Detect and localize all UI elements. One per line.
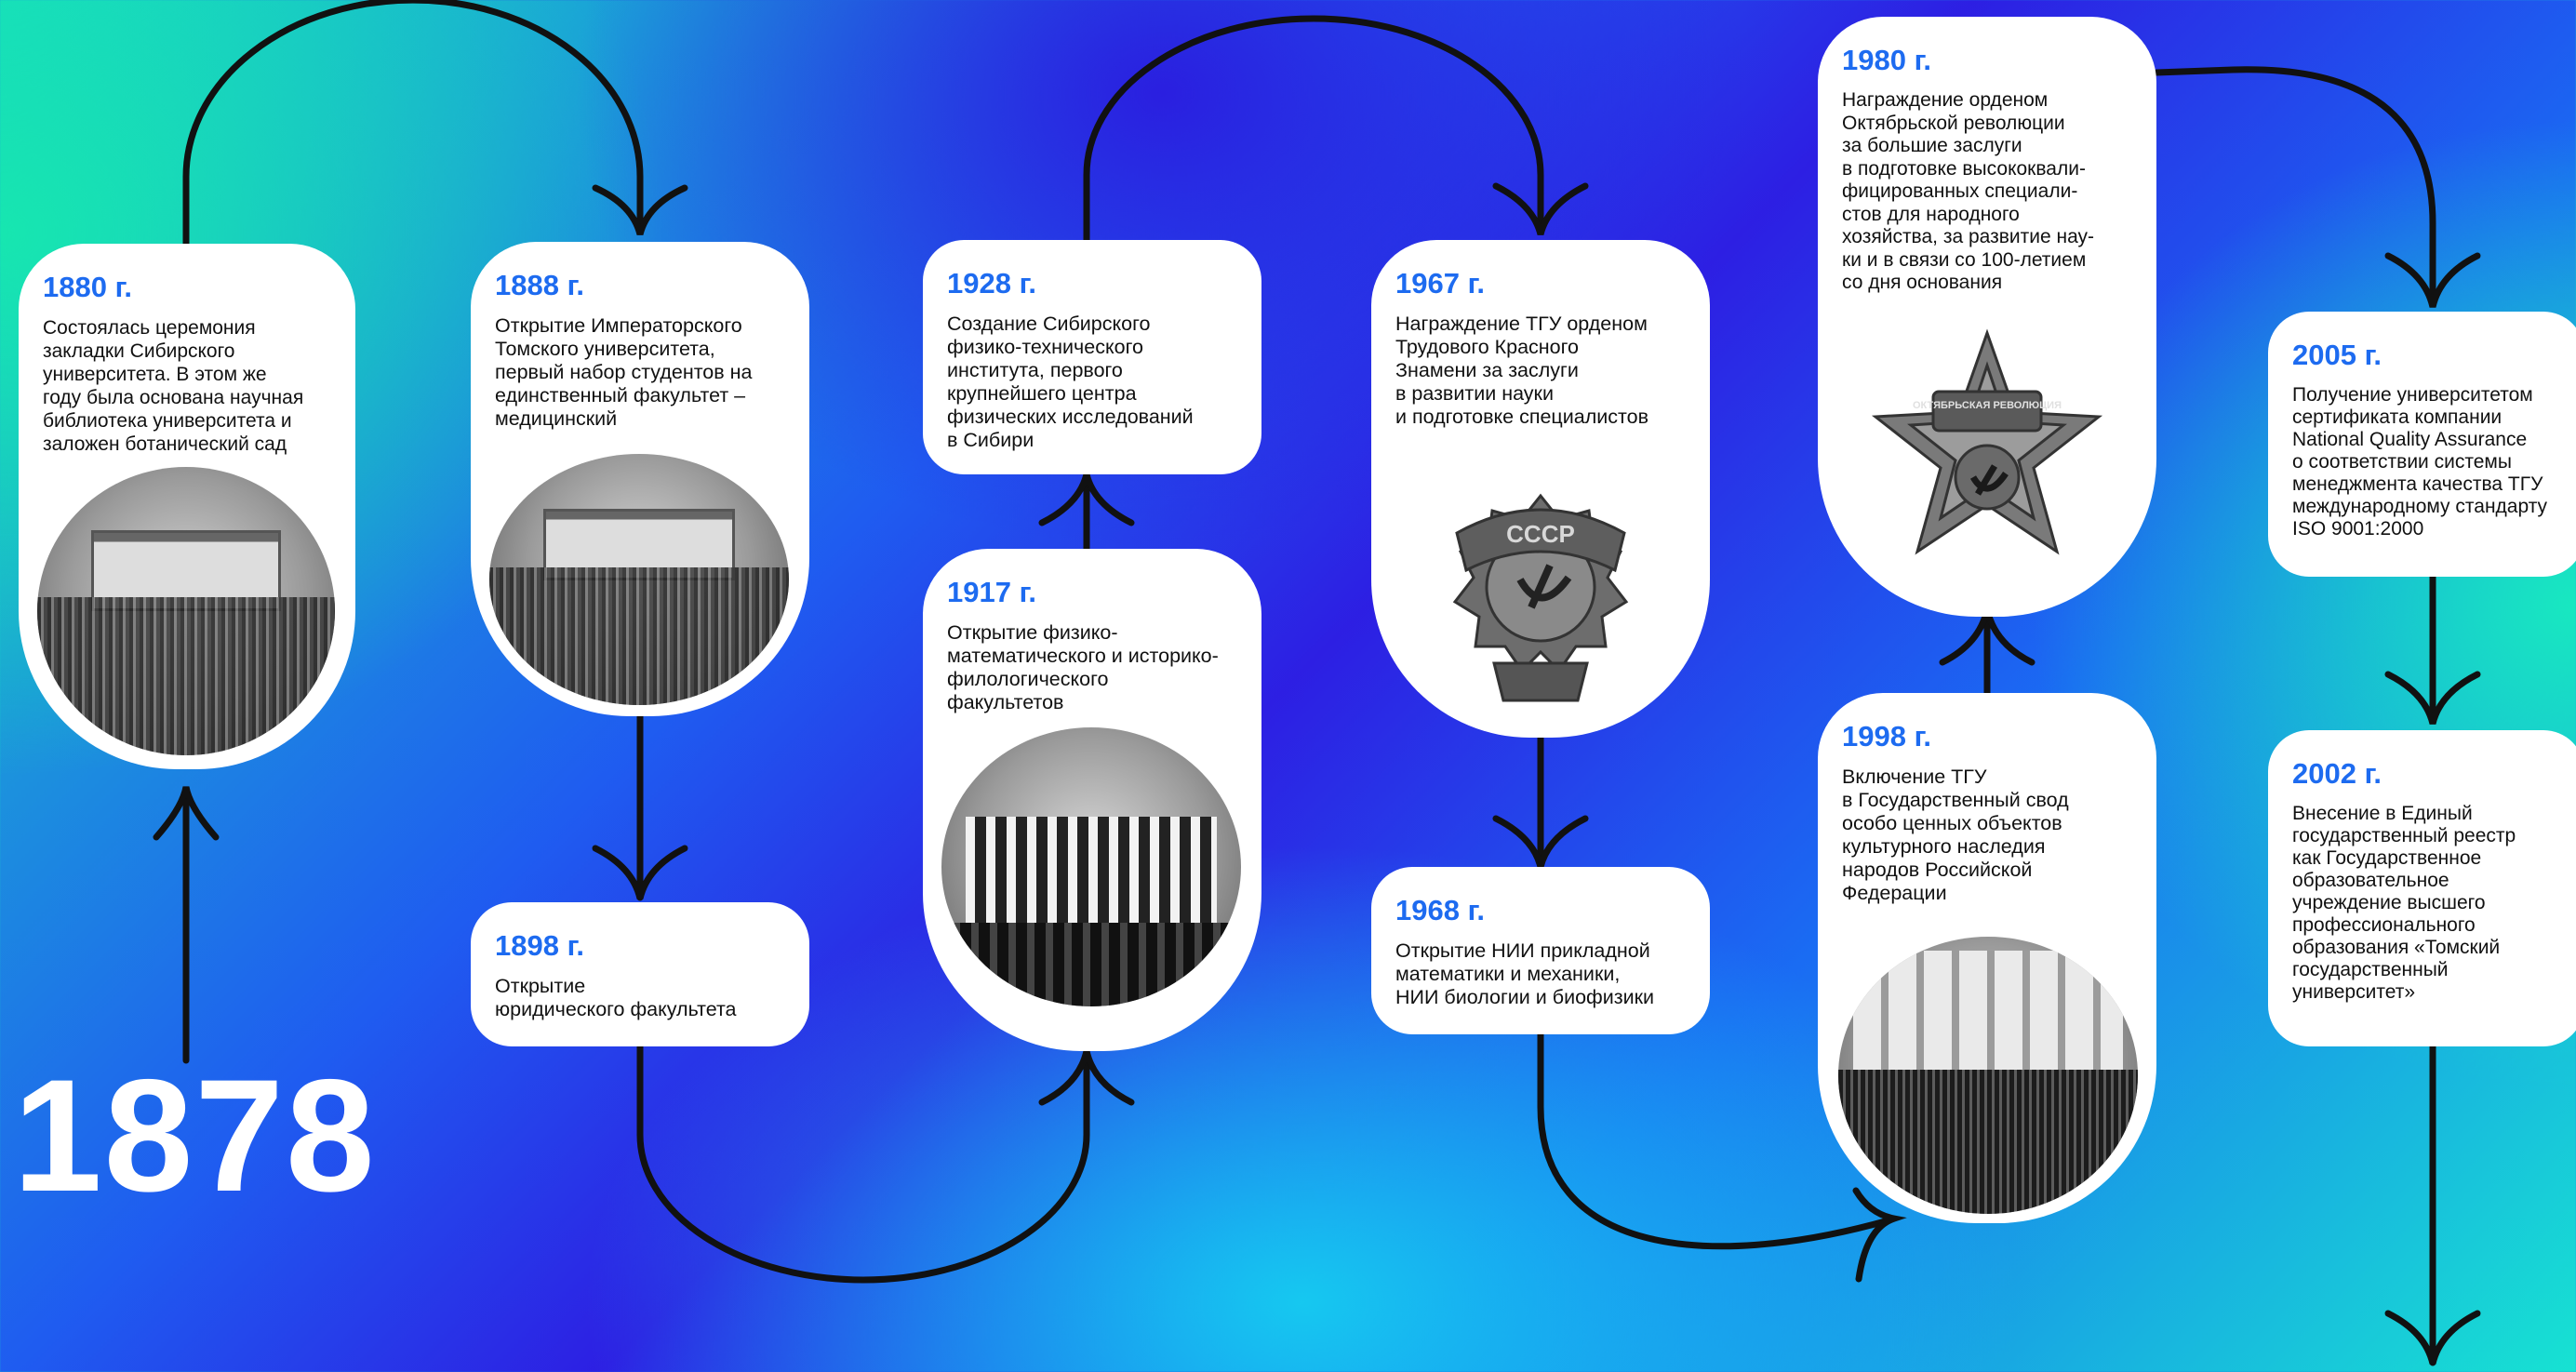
event-year: 1980 г.: [1842, 44, 1931, 76]
event-description: Открытие физико- математического и истор…: [947, 621, 1219, 713]
connector-1898-1917: [636, 1043, 1090, 1284]
event-year: 2005 г.: [2292, 339, 2382, 371]
arrowhead-up-icon: [1038, 473, 1135, 526]
event-card-1998: 1998 г. Включение ТГУ в Государственный …: [1818, 693, 2156, 1223]
event-description: Создание Сибирского физико-технического …: [947, 313, 1194, 451]
event-card-1898: 1898 г. Открытие юридического факультета: [471, 902, 809, 1046]
connector-1928-1967: [1083, 15, 1544, 244]
arrowhead-down-icon: [2384, 671, 2481, 725]
connector-1968-1998: [1537, 1031, 1892, 1250]
arrowhead-up-icon: [153, 786, 220, 841]
arrowhead-down-icon: [592, 184, 688, 235]
event-card-1967: 1967 г. Награждение ТГУ орденом Трудовог…: [1371, 240, 1710, 738]
event-description: Внесение в Единый государственный реестр…: [2292, 803, 2516, 1003]
event-description: Награждение орденом Октябрьской революци…: [1842, 89, 2095, 293]
connector-1980-2005: [2153, 66, 2436, 306]
event-year: 1998 г.: [1842, 720, 1931, 753]
event-year: 1968 г.: [1395, 894, 1485, 926]
event-card-1928: 1928 г. Создание Сибирского физико-техни…: [923, 240, 1261, 474]
start-year-label: 1878: [13, 1046, 377, 1225]
arrowhead-down-icon: [1492, 182, 1589, 235]
event-card-1968: 1968 г. Открытие НИИ прикладной математи…: [1371, 867, 1710, 1034]
event-year: 1928 г.: [947, 267, 1036, 300]
event-card-2002: 2002 г. Внесение в Единый государственны…: [2268, 730, 2576, 1046]
event-description: Открытие юридического факультета: [495, 975, 737, 1020]
event-card-1880: 1880 г. Состоялась церемония закладки Си…: [19, 244, 355, 769]
event-year: 1917 г.: [947, 576, 1036, 608]
event-description: Открытие Императорского Томского универс…: [495, 314, 753, 430]
event-card-1917: 1917 г. Открытие физико- математического…: [923, 549, 1261, 1051]
event-description: Награждение ТГУ орденом Трудового Красно…: [1395, 313, 1648, 428]
event-year: 1888 г.: [495, 269, 584, 301]
faculty-group-photo: [941, 727, 1241, 1006]
event-year: 1898 г.: [495, 929, 584, 962]
event-description: Открытие НИИ прикладной математики и мех…: [1395, 939, 1655, 1008]
ceremony-photo: [37, 467, 335, 755]
arrowhead-down-icon: [2384, 252, 2481, 308]
main-building-photo: [1838, 937, 2138, 1214]
event-year: 2002 г.: [2292, 757, 2382, 790]
event-card-2005: 2005 г. Получение университетом сертифик…: [2268, 312, 2576, 577]
arrowhead-up-icon: [1038, 1050, 1135, 1106]
connector-1880-1888: [182, 0, 644, 247]
event-year: 1880 г.: [43, 271, 132, 303]
arrowhead-down-icon: [2384, 1310, 2481, 1365]
event-card-1888: 1888 г. Открытие Императорского Томского…: [471, 242, 809, 716]
order-of-red-banner-icon: СССР: [1452, 493, 1629, 702]
university-opening-photo: [489, 454, 789, 705]
medal-banner-text: ОКТЯБРЬСКАЯ РЕВОЛЮЦИЯ: [1913, 400, 2062, 411]
event-description: Включение ТГУ в Государственный свод осо…: [1842, 766, 2069, 904]
event-card-1980: 1980 г. Награждение орденом Октябрьской …: [1818, 17, 2156, 617]
event-year: 1967 г.: [1395, 267, 1485, 300]
event-description: Состоялась церемония закладки Сибирского…: [43, 317, 304, 455]
event-description: Получение университетом сертификата комп…: [2292, 384, 2548, 539]
medal-banner-text: СССР: [1506, 520, 1575, 548]
arrowhead-down-icon: [592, 845, 688, 899]
order-of-october-revolution-icon: ОКТЯБРЬСКАЯ РЕВОЛЮЦИЯ: [1871, 328, 2103, 555]
